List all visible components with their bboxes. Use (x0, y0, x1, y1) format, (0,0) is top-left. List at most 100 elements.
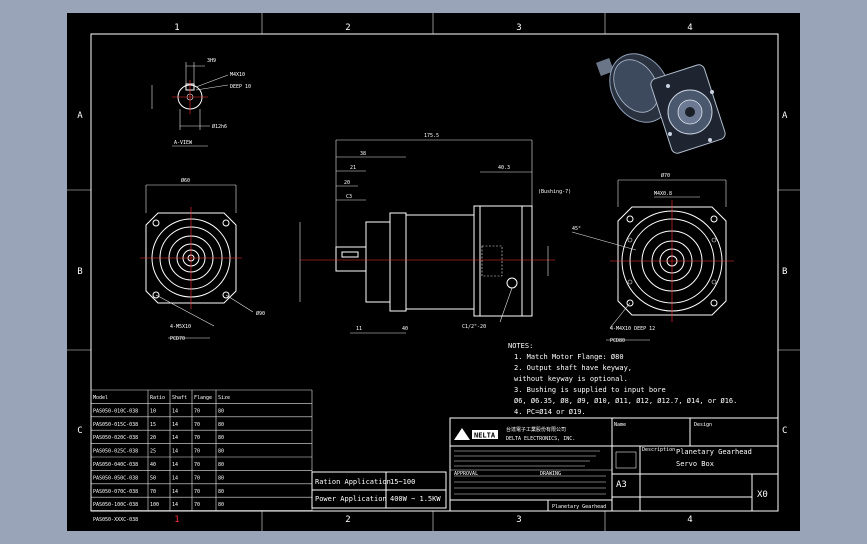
sheet-code: X0 (757, 490, 768, 500)
note-line-3: without keyway is optional. (514, 375, 628, 383)
zone-col-bottom-1: 1 (174, 515, 179, 525)
right-top-dim: Ø70 (661, 172, 670, 179)
model-table-cell: 70 (194, 475, 200, 481)
model-table-cell: 70 (194, 449, 200, 455)
zone-col-top-1: 1 (174, 23, 179, 33)
description-label: Description (642, 447, 675, 453)
note-line-6: 4. PC=Ø14 or Ø19. (514, 408, 586, 416)
model-table-cell: 80 (218, 422, 224, 428)
model-table-cell: 14 (172, 502, 178, 508)
approval-label: APPROVAL (454, 471, 478, 477)
right-tap-label: M4X0.8 (654, 191, 672, 197)
model-table-cell: PAS050-050C-038 (93, 475, 138, 481)
zone-row-right-c: C (782, 426, 787, 436)
model-table-header: Ratio (150, 395, 165, 401)
model-table-cell: PAS050-010C-038 (93, 408, 138, 414)
shaft-detail-view: 3H9 M4X10 DEEP 10 Ø12h6 A-VIEW (151, 58, 251, 147)
model-table-cell: 80 (218, 408, 224, 414)
ratio-label: Ration Application (315, 478, 391, 486)
delta-logo-icon (454, 428, 470, 440)
model-table-cell: 80 (218, 462, 224, 468)
description-line-1: Planetary Gearhead (676, 448, 752, 456)
model-table-cell: 70 (194, 489, 200, 495)
logo-text: NELTA (474, 432, 496, 440)
model-table-cell: 70 (194, 435, 200, 441)
side-view: 175.5 38 21 20 C3 40.3 (Bushing-7) 11 40… (299, 133, 571, 334)
qr-code-icon (615, 451, 637, 469)
right-view: Ø70 M4X0.8 45° 4-M4X10 DEEP 12 PCD80 (571, 172, 734, 344)
zone-col-top-3: 3 (516, 23, 521, 33)
model-table-cell: PAS050-015C-038 (93, 422, 138, 428)
front-bolt-label: 4-M5X10 (170, 324, 191, 330)
model-table-cell: 20 (150, 435, 156, 441)
company-name: 台達電子工業股份有限公司 (506, 426, 566, 433)
model-table-cell: 14 (172, 462, 178, 468)
model-table-header: Size (218, 395, 230, 401)
note-line-1: 1. Match Motor Flange: Ø80 (514, 353, 624, 361)
side-flange-len: 38 (360, 151, 366, 157)
zone-col-top-2: 2 (345, 23, 350, 33)
side-key-len: 20 (344, 180, 350, 186)
shaft-top-label: 3H9 (207, 58, 216, 64)
shaft-deep-label: DEEP 10 (230, 84, 251, 90)
power-value: 400W ~ 1.5KW (390, 495, 441, 503)
model-table-cell: 80 (218, 489, 224, 495)
model-table-cell: 70 (194, 462, 200, 468)
front-pcd-label: PCD70 (170, 336, 185, 342)
notes-block: NOTES: 1. Match Motor Flange: Ø80 2. Out… (508, 342, 737, 416)
model-table-cell: 70 (150, 489, 156, 495)
drawing-label: DRAWING (540, 471, 561, 477)
notes-title: NOTES: (508, 342, 533, 350)
model-table-cell: 80 (218, 475, 224, 481)
side-tap-label: C1/2"-20 (462, 324, 486, 330)
right-pcd-label: PCD80 (610, 338, 625, 344)
design-label: Design (694, 422, 712, 428)
model-table-cell: 25 (150, 449, 156, 455)
model-table-cell: 40 (150, 462, 156, 468)
front-side-label: Ø90 (256, 310, 265, 317)
model-table-cell: 80 (218, 435, 224, 441)
shaft-bottom-label: Ø12h6 (212, 123, 227, 130)
model-table-cell: 14 (172, 489, 178, 495)
shaft-tap-label: M4X10 (230, 72, 245, 78)
model-table-cell: 14 (172, 408, 178, 414)
model-table-cell: 70 (194, 408, 200, 414)
model-table-footer: PAS050-XXXC-038 (93, 517, 138, 523)
side-bushing-label: (Bushing-7) (538, 189, 571, 195)
side-right-dim: 40.3 (498, 165, 510, 171)
right-bolt-label: 4-M4X10 DEEP 12 (610, 326, 655, 332)
model-table-cell: 100 (150, 502, 159, 508)
name-label: Name (614, 422, 626, 428)
model-table-header: Flange (194, 395, 212, 401)
power-label: Power Application (315, 495, 387, 503)
right-chamfer-label: 45° (572, 226, 581, 232)
model-table-cell: 14 (172, 475, 178, 481)
model-table-cell: PAS050-020C-038 (93, 435, 138, 441)
description-line-2: Servo Box (676, 460, 714, 468)
model-table-header: Model (93, 395, 108, 401)
title-block: NELTA 台達電子工業股份有限公司 DELTA ELECTRONICS, IN… (449, 417, 779, 512)
drawing-border (90, 33, 779, 512)
zone-col-bottom-4: 4 (687, 515, 692, 525)
model-table-cell: PAS050-070C-038 (93, 489, 138, 495)
model-table-cell: PAS050-100C-038 (93, 502, 138, 508)
sheet-size: A3 (616, 480, 627, 490)
zone-row-right-a: A (782, 111, 788, 121)
model-table-cell: 10 (150, 408, 156, 414)
zone-col-bottom-3: 3 (516, 515, 521, 525)
model-table-cell: PAS050-040C-038 (93, 462, 138, 468)
side-bottom-left: 11 (356, 326, 362, 332)
zone-col-bottom-2: 2 (345, 515, 350, 525)
note-line-2: 2. Output shaft have keyway, (514, 364, 632, 372)
front-top-dim: Ø60 (181, 177, 190, 184)
shaft-section-label: A-VIEW (174, 140, 193, 146)
company-name-en: DELTA ELECTRONICS, INC. (506, 436, 575, 442)
zone-row-left-c: C (77, 426, 82, 436)
model-table-header: Shaft (172, 395, 187, 401)
front-view: Ø60 4-M5X10 PCD70 Ø90 (140, 177, 265, 342)
note-line-4: 3. Bushing is supplied to input bore (514, 386, 666, 394)
side-c-label: C3 (346, 194, 352, 200)
model-table-cell: 50 (150, 475, 156, 481)
part-name: Planetary Gearhead (552, 504, 606, 510)
